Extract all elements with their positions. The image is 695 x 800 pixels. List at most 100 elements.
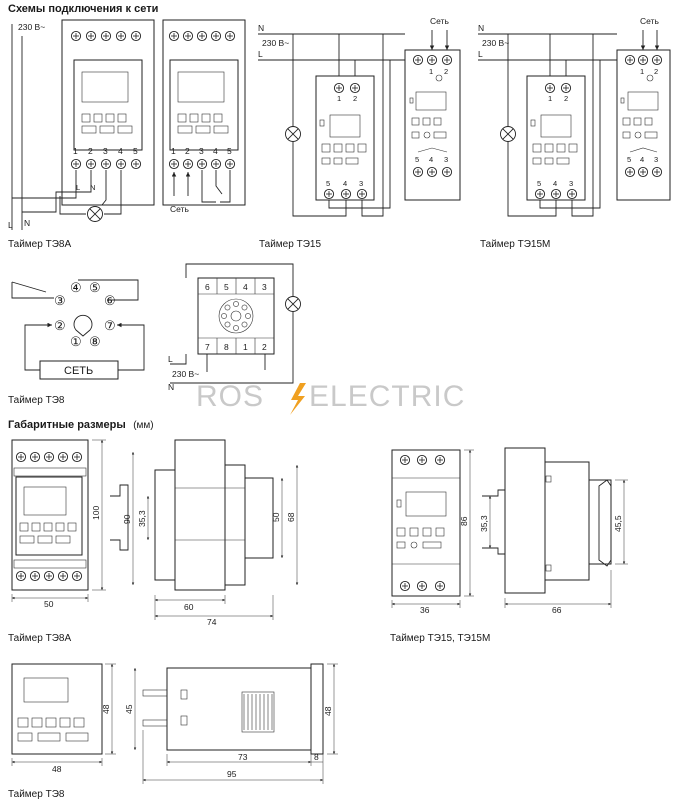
te8-socket-l-label: L: [168, 354, 173, 364]
te8a-dim-height: 100: [91, 506, 101, 520]
te15m-side-terminal-1: 1: [640, 67, 644, 76]
te8-socket-lamp-icon: [285, 296, 301, 312]
te8-dim-width: 48: [52, 764, 62, 774]
te15m-side-schematic: Сеть 1 2 5 4 3: [616, 16, 671, 201]
te8a-wiring-caption: Таймер ТЭ8А: [8, 239, 71, 250]
te15-dim-height: 86: [459, 516, 469, 526]
te15-dim-depth: 66: [552, 605, 562, 615]
te8a-terminal-1: 1: [73, 146, 78, 156]
te8a-dim-rail-inner: 35,3: [137, 510, 147, 527]
te8-socket-bottom-1: 1: [243, 342, 248, 352]
te15m-voltage-label: 230 В~: [482, 38, 509, 48]
te8-dim-height: 48: [101, 704, 111, 714]
te8a-b-terminal-2: 2: [185, 146, 190, 156]
te8-socket-top-4: 4: [243, 282, 248, 292]
te15-dim-rail-inner: 35,3: [479, 515, 489, 532]
te8-key-icon: [73, 314, 93, 337]
te15-bottom-terminal-4: 4: [343, 179, 347, 188]
dims-te15: 36 86 35,3 66 45,5 Таймер ТЭ15, ТЭ15М: [390, 447, 628, 644]
dimensions-heading: Габаритные размеры (мм): [8, 415, 154, 432]
te15-dim-side-height: 45,5: [613, 515, 623, 532]
te15m-top-terminal-1: 1: [548, 94, 552, 103]
te8-socket-bottom-2: 2: [262, 342, 267, 352]
dims-te8a-side: 90 35,3 60 74 50 68: [110, 439, 299, 627]
te15-device: 1 2 5 4 3: [315, 75, 375, 201]
te8a-device-b: 1 2 3 4 5 Сеть: [162, 19, 246, 214]
te15-net-label: Сеть: [430, 16, 449, 26]
te15m-net-label: Сеть: [640, 16, 659, 26]
te8-pin-4: ④: [70, 280, 82, 295]
te8a-l-terminal-label: L: [76, 183, 80, 192]
te15-bottom-terminal-3: 3: [359, 179, 363, 188]
te8a-dim-width: 50: [44, 599, 54, 609]
watermark-left: ROS: [196, 380, 264, 413]
te15-wiring-caption: Таймер ТЭ15: [259, 239, 321, 250]
te15-side-terminal-4: 4: [429, 155, 433, 164]
te15-voltage-label: 230 В~: [262, 38, 289, 48]
lightning-bolt-icon: [290, 383, 306, 415]
te8a-dim-depth-total: 74: [207, 617, 217, 627]
te8-pin-7: ⑦: [104, 318, 116, 333]
te8-socket-voltage-label: 230 В~: [172, 369, 199, 379]
te15-l-label: L: [258, 49, 263, 59]
te8a-b-terminal-1: 1: [171, 146, 176, 156]
te8-dim-side-height-left: 45: [124, 704, 134, 714]
te8-pin-5: ⑤: [89, 280, 101, 295]
te15-top-terminal-1: 1: [337, 94, 341, 103]
te15m-side-terminal-3: 3: [654, 155, 658, 164]
te8a-device: 1 2 3 4 5 L N: [61, 19, 155, 206]
te8-pin-3: ③: [54, 293, 66, 308]
wiring-te8a: 230 В~ L N 1 2 3 4 5 L N: [8, 19, 246, 250]
te8a-terminal-5: 5: [133, 146, 138, 156]
te15m-device: 1 2 5 4 3: [526, 75, 586, 201]
watermark: ROS ELECTRIC: [196, 380, 464, 415]
te15m-bottom-terminal-3: 3: [569, 179, 573, 188]
te15-bottom-terminal-5: 5: [326, 179, 330, 188]
te8-dim-side-height-right: 48: [323, 706, 333, 716]
te8-net-label: СЕТЬ: [64, 365, 93, 377]
wiring-te8-pinout: ④ ⑤ ③ ⑥ ② ⑦ ① ⑧ СЕТЬ Таймер ТЭ8: [8, 279, 145, 406]
dims-te8: 48 48 45 48 73 8: [8, 663, 338, 800]
dims-te15-side: 35,3 66 45,5: [479, 447, 628, 615]
te8a-b-terminal-5: 5: [227, 146, 232, 156]
te8-vent-grille: [241, 691, 275, 733]
te8-dim-length-inner: 73: [238, 752, 248, 762]
te8a-terminal-2: 2: [88, 146, 93, 156]
te8-socket-top-5: 5: [224, 282, 229, 292]
dims-te8-side: 45 48 73 8 95: [124, 663, 338, 784]
te8a-b-terminal-4: 4: [213, 146, 218, 156]
te15m-side-terminal-2: 2: [654, 67, 658, 76]
te8a-terminal-4: 4: [118, 146, 123, 156]
te8a-b-terminal-3: 3: [199, 146, 204, 156]
te15-side-terminal-5: 5: [415, 155, 419, 164]
te8a-dim-rail-height: 90: [122, 514, 132, 524]
te15-dim-width: 36: [420, 605, 430, 615]
te8-pin-8: ⑧: [89, 334, 101, 349]
wiring-te8-socket: 6 5 4 3 7 8 1 2 L 230 В~ N: [168, 263, 301, 392]
te15-side-terminal-1: 1: [429, 67, 433, 76]
dims-te8a: 50 100 90 35,3 60 74 50 68: [8, 439, 299, 644]
te8-pin-6: ⑥: [104, 293, 116, 308]
te8a-dims-caption: Таймер ТЭ8А: [8, 633, 71, 644]
te15m-bottom-terminal-4: 4: [553, 179, 557, 188]
dimensions-heading-unit: (мм): [133, 420, 153, 431]
te15-dims-caption: Таймер ТЭ15, ТЭ15М: [390, 633, 490, 644]
te15m-top-terminal-2: 2: [564, 94, 568, 103]
te8-socket-bottom-8: 8: [224, 342, 229, 352]
te15-top-terminal-2: 2: [353, 94, 357, 103]
dims-te15-front: 36 86: [391, 449, 474, 615]
te8a-net-label: Сеть: [170, 204, 189, 214]
te15m-wiring-caption: Таймер ТЭ15М: [480, 239, 550, 250]
te8a-terminal-3: 3: [103, 146, 108, 156]
te8-socket-top-3: 3: [262, 282, 267, 292]
te8-socket-holes: [221, 301, 251, 331]
te15m-side-terminal-4: 4: [640, 155, 644, 164]
te8a-n-terminal-label: N: [90, 183, 95, 192]
te8-pin-2: ②: [54, 318, 66, 333]
te8-socket-top-6: 6: [205, 282, 210, 292]
te8-dims-caption: Таймер ТЭ8: [8, 789, 65, 800]
te8-socket-bottom-7: 7: [205, 342, 210, 352]
te15-lamp-icon: [285, 126, 301, 142]
te8a-dim-depth-inner: 60: [184, 602, 194, 612]
